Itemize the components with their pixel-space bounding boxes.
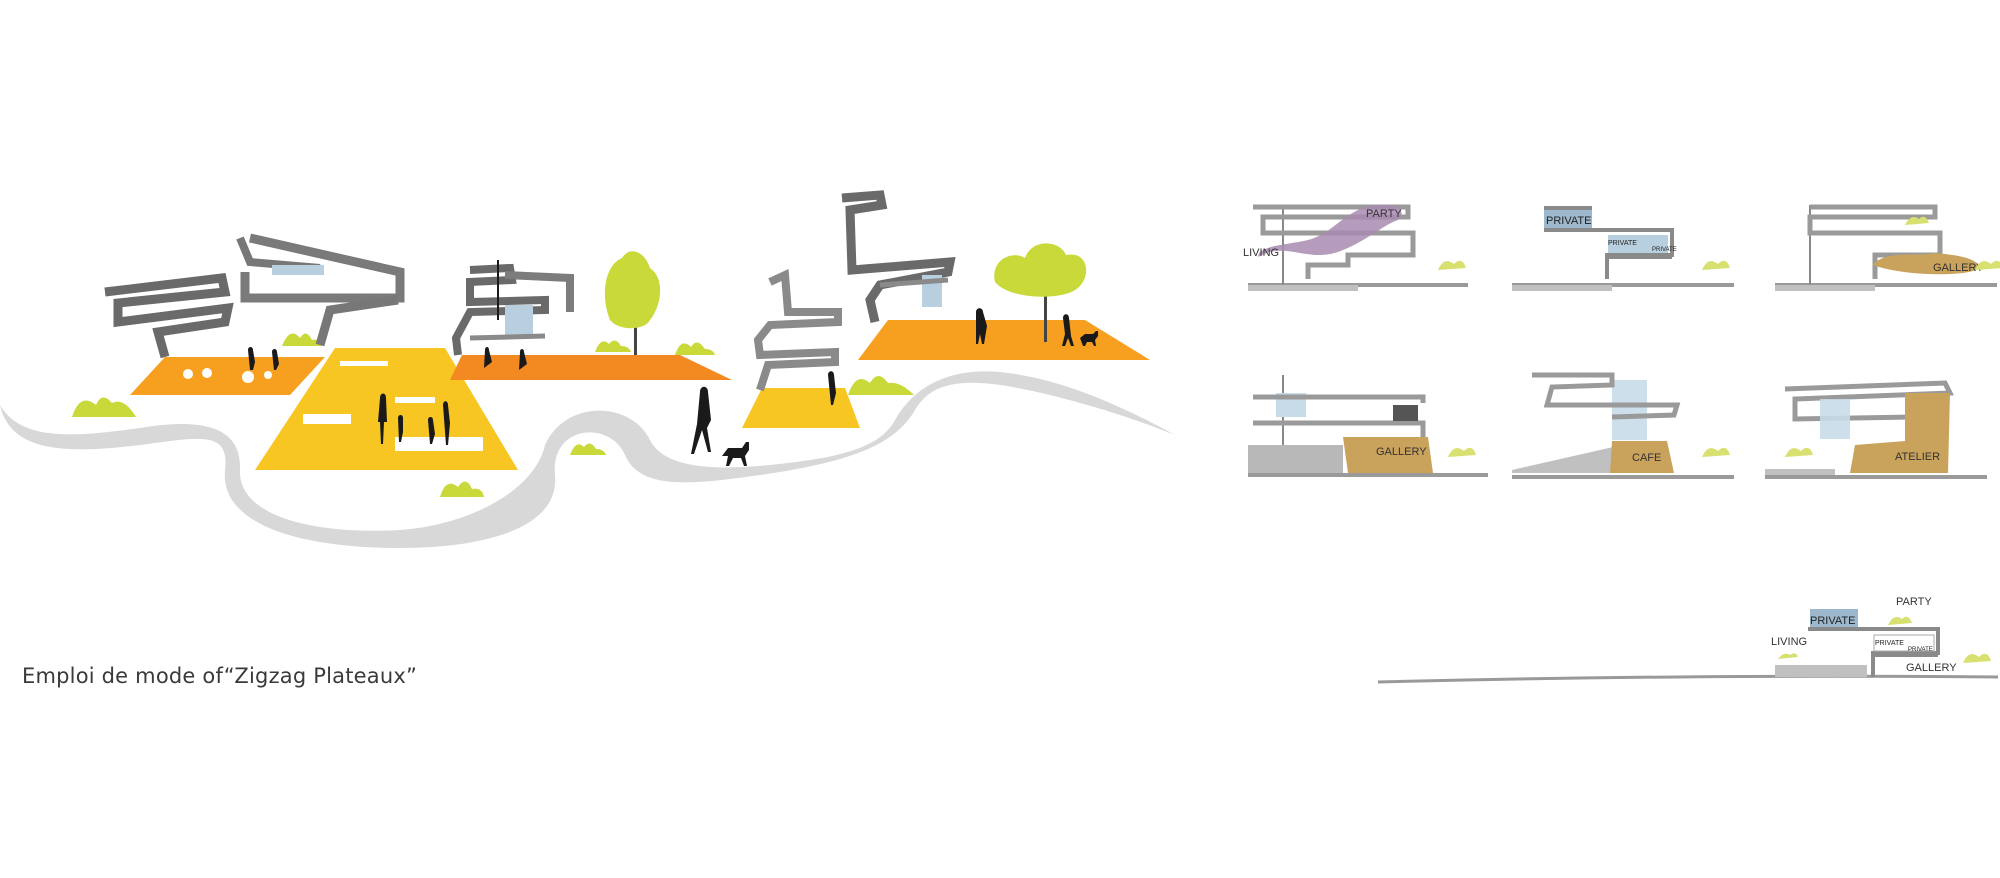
orange-plateau-left [130,357,325,395]
section-panel-atelier: ATELIER [1765,380,1987,479]
label-private-small-combined-a: PRIVATE [1875,640,1904,647]
main-landscape [0,190,1175,548]
winding-path [0,371,1175,548]
zigzag-building-4 [841,190,956,323]
section-panel-private: PRIVATE PRIVATE PRIVATE [1512,206,1734,291]
section-panel-gallery: GALLERY [1248,375,1488,477]
bench-elements [183,361,483,451]
zigzag-building-2 [451,263,574,356]
orange-plateau-right [858,320,1150,360]
label-gallery-combined: GALLERY [1906,662,1957,674]
section-panel-combined: PRIVATE PARTY LIVING PRIVATE PRIVATE GAL… [1377,596,1999,684]
label-party: PARTY [1366,208,1402,220]
tree-right [994,243,1087,342]
yellow-plateau-small [742,388,860,428]
label-gallery: GALLERY [1933,262,1984,274]
section-panel-gallery-top: GALLERY [1775,204,2000,291]
label-private: PRIVATE [1546,215,1591,227]
label-cafe: CAFE [1632,452,1661,464]
label-private-combined: PRIVATE [1810,615,1855,627]
zigzag-building-1 [104,233,405,359]
deep-orange-plateau [450,355,732,380]
section-panel-cafe: CAFE [1512,372,1734,479]
people-silhouettes [248,260,1098,466]
tree-center [604,251,661,355]
label-living: LIVING [1243,247,1279,259]
label-private-small-combined-b: PRIVATE [1908,647,1933,653]
zigzag-building-3 [753,268,842,392]
section-panel-living-party: PARTY LIVING [1243,204,1468,291]
label-private-small-b: PRIVATE [1652,247,1677,253]
label-living-combined: LIVING [1771,636,1807,648]
label-party-combined: PARTY [1896,596,1932,608]
label-private-small-a: PRIVATE [1608,240,1637,247]
label-gallery-2: GALLERY [1376,446,1427,458]
bush-group [72,333,914,497]
figure-caption: Emploi de mode of“Zigzag Plateaux” [22,664,418,688]
label-atelier: ATELIER [1895,451,1940,463]
